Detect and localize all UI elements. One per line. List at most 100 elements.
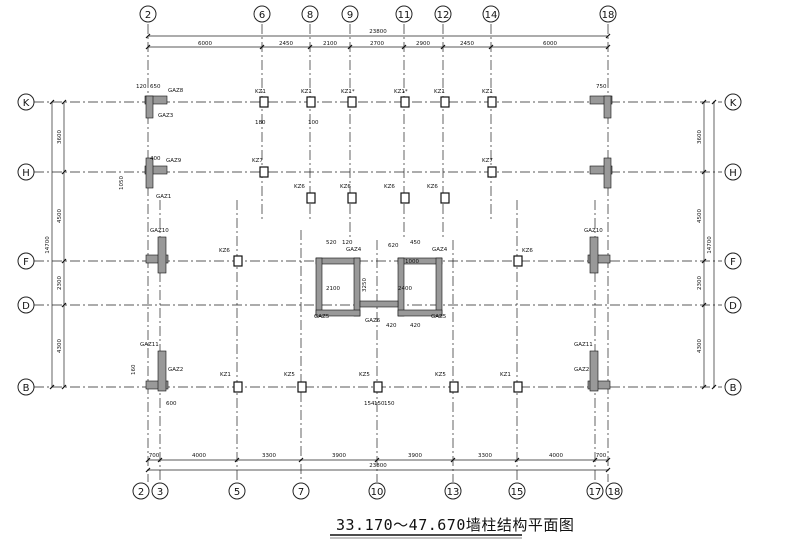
- dim-right: 4300: [697, 339, 703, 353]
- horizontal-grid-lines: [34, 101, 722, 388]
- axis-label: 14: [485, 10, 498, 21]
- axis-bubbles-left: K H F D B: [17, 93, 35, 396]
- local-dimensions: 120 180 650 400 750 1050 100 150 600 100…: [119, 84, 607, 407]
- local-dim: 650: [150, 84, 161, 90]
- axis-bubbles-bottom: 2 3 5 7 10 13 15 17 18: [132, 482, 623, 500]
- core-dim: 3250: [362, 278, 368, 292]
- axis-label: 7: [298, 487, 304, 498]
- dim-left: 3600: [57, 130, 63, 144]
- dim-bottom: 3300: [478, 453, 492, 459]
- column-tag: KZ6: [340, 184, 351, 190]
- axis-label: K: [730, 98, 737, 109]
- core-dim: 420: [386, 323, 397, 329]
- column-tag: KZ1: [500, 372, 511, 378]
- core-dim: 2100: [326, 286, 340, 292]
- dim-bottom: 3300: [262, 453, 276, 459]
- axis-label: D: [729, 301, 737, 312]
- core-dim: 450: [410, 240, 421, 246]
- axis-label: F: [23, 257, 29, 268]
- local-dim: 600: [166, 401, 177, 407]
- axis-label: 18: [608, 487, 621, 498]
- drawing-title-text: 33.170～47.670墙柱结构平面图: [336, 516, 574, 534]
- dim-bottom: 4000: [549, 453, 563, 459]
- dim-right: 2300: [697, 276, 703, 290]
- core-dimensions: 520 120 450 2100 2400 3250 420 420: [326, 240, 421, 329]
- b-row-columns: [145, 350, 611, 393]
- column-tag: GAZ3: [158, 113, 174, 119]
- axis-label: 11: [398, 10, 411, 21]
- column-tag: GAZ5: [431, 314, 447, 320]
- column-tag: KZ6: [522, 248, 533, 254]
- column-tag: KZ1*: [341, 89, 355, 95]
- column-tag: KZ6: [427, 184, 438, 190]
- dim-right: 3600: [697, 130, 703, 144]
- local-dim: 620: [388, 243, 399, 249]
- axis-label: 6: [259, 10, 265, 21]
- dim-top: 6000: [543, 41, 557, 47]
- column-tag: GAZ10: [150, 228, 169, 234]
- dim-bottom: 700: [596, 453, 607, 459]
- local-dim: 180: [255, 120, 266, 126]
- column-tag: KZ1: [255, 89, 266, 95]
- column-tags: KZ1 KZ1 KZ1* KZ1* KZ1 KZ1 KZ7 KZ7 KZ6 KZ…: [140, 88, 603, 378]
- axis-label: K: [23, 98, 30, 109]
- core-walls: [315, 257, 443, 317]
- axis-bubbles-right: K H F D B: [724, 93, 742, 396]
- dimension-texts: 23800 6000 2450 2100 2700 2900 2450 6000…: [45, 29, 713, 469]
- axis-label: D: [22, 301, 30, 312]
- column-tag: KZ5: [359, 372, 370, 378]
- column-tag: GAZ11: [574, 342, 593, 348]
- axis-label: B: [730, 383, 737, 394]
- dim-left: 2300: [57, 276, 63, 290]
- f-row-columns: [145, 236, 611, 274]
- column-tag: GAZ9: [166, 158, 182, 164]
- dim-top: 2700: [370, 41, 384, 47]
- column-tag: KZ1: [301, 89, 312, 95]
- dim-bottom-total: 23800: [369, 463, 387, 469]
- axis-label: H: [22, 168, 30, 179]
- dim-bottom: 3900: [332, 453, 346, 459]
- column-tag: KZ5: [435, 372, 446, 378]
- column-tag: KZ1: [434, 89, 445, 95]
- dimension-lines: [49, 33, 717, 473]
- core-dim: 120: [342, 240, 353, 246]
- axis-label: 9: [347, 10, 353, 21]
- column-tag: KZ6: [384, 184, 395, 190]
- axis-label: B: [23, 383, 30, 394]
- axis-label: 17: [589, 487, 602, 498]
- dim-left: 4300: [57, 339, 63, 353]
- dim-top: 2450: [279, 41, 293, 47]
- column-tag: GAZ4: [432, 247, 448, 253]
- local-dim: 160: [131, 364, 137, 375]
- column-tag: GAZ4: [346, 247, 362, 253]
- local-dim: 1050: [119, 176, 125, 190]
- dim-right-total: 14700: [707, 236, 713, 254]
- axis-label: 15: [511, 487, 524, 498]
- dim-top: 2900: [416, 41, 430, 47]
- core-dim: 520: [326, 240, 337, 246]
- k-row-columns: [144, 95, 613, 119]
- axis-label: 3: [157, 487, 163, 498]
- drawing-title: 33.170～47.670墙柱结构平面图: [330, 516, 574, 539]
- dim-top: 2450: [460, 41, 474, 47]
- dim-top-total: 23800: [369, 29, 387, 35]
- local-dim: 400: [150, 156, 161, 162]
- dim-left: 4500: [57, 209, 63, 223]
- column-tag: GAZ8: [168, 88, 184, 94]
- vertical-grid-lines: [147, 24, 609, 482]
- local-dim: 120: [136, 84, 147, 90]
- axis-label: 5: [234, 487, 240, 498]
- axis-label: 2: [145, 10, 151, 21]
- axis-bubbles-top: 2 6 8 9 11 12 14 18: [139, 5, 617, 23]
- column-tag: GAZ2: [574, 367, 589, 373]
- local-dim: 1000: [405, 259, 419, 265]
- axis-label: 8: [307, 10, 313, 21]
- column-tag: KZ1: [220, 372, 231, 378]
- dim-right: 4500: [697, 209, 703, 223]
- axis-label: 10: [371, 487, 384, 498]
- local-dim: 150: [374, 401, 385, 407]
- column-tag: GAZ10: [584, 228, 603, 234]
- column-tag: KZ6: [294, 184, 305, 190]
- axis-label: F: [730, 257, 736, 268]
